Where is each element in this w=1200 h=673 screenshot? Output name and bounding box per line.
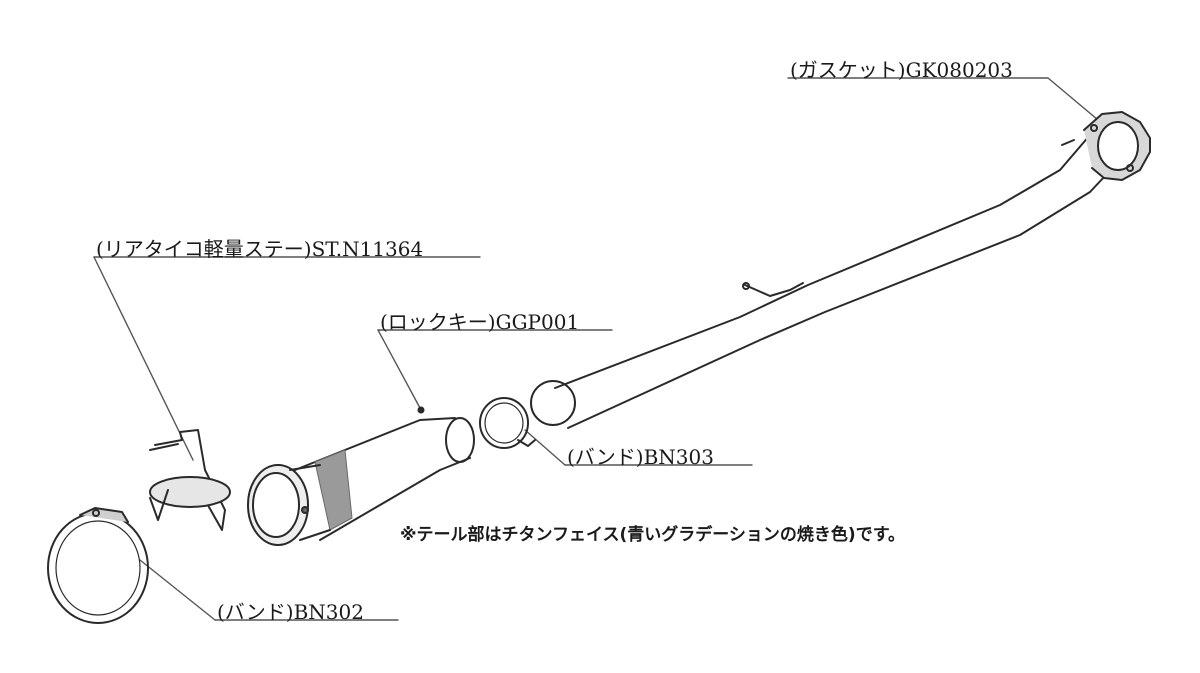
label-rear-stay: (リアタイコ軽量ステー)ST.N11364 xyxy=(96,237,424,261)
band-bn302-drawing xyxy=(47,507,149,624)
bn302-leader xyxy=(139,559,216,621)
lock-key-leader xyxy=(377,329,421,409)
label-lock-key: (ロックキー)GGP001 xyxy=(380,310,580,334)
label-gasket: (ガスケット)GK080203 xyxy=(790,58,1013,82)
band-bn303-drawing xyxy=(479,397,536,449)
front-pipe xyxy=(554,134,1121,429)
label-band-bn303: (バンド)BN303 xyxy=(567,445,714,469)
rear-stay-drawing xyxy=(149,429,231,531)
tail-note: ※テール部はチタンフェイス(青いグラデーションの焼き色)です。 xyxy=(400,525,906,545)
bn303-leader xyxy=(524,429,566,466)
muffler xyxy=(247,406,475,546)
front-pipe-inlet xyxy=(530,380,576,426)
leader-lines xyxy=(93,77,1111,621)
rear-stay-leader xyxy=(93,256,194,461)
label-band-bn302: (バンド)BN302 xyxy=(217,600,364,624)
gasket-flange xyxy=(1061,111,1151,181)
